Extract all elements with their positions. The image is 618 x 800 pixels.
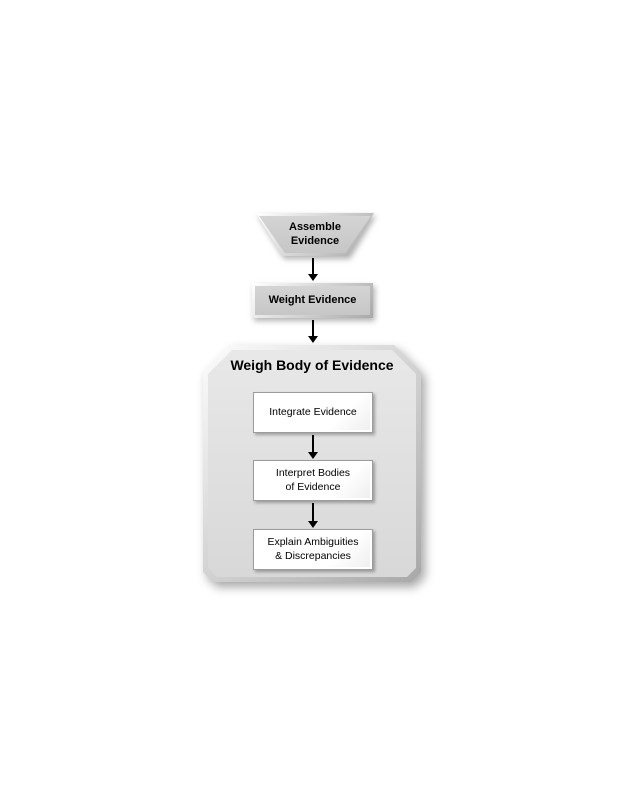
arrow-shaft [312, 435, 314, 452]
arrow-head-icon [308, 521, 318, 528]
arrow-shaft [312, 320, 314, 336]
explain-ambiguities-node: Explain Ambiguities & Discrepancies [253, 529, 373, 570]
integrate-evidence-label: Integrate Evidence [269, 405, 357, 418]
weigh-body-of-evidence-title: Weigh Body of Evidence [230, 357, 394, 373]
assemble-evidence-node: Assemble Evidence [256, 213, 374, 256]
interpret-bodies-label: Interpret Bodies of Evidence [275, 467, 351, 493]
arrow-interpret-to-explain [307, 503, 319, 528]
explain-ambiguities-label: Explain Ambiguities & Discrepancies [267, 536, 359, 562]
rectangle-face [255, 286, 370, 315]
arrow-integrate-to-interpret [307, 435, 319, 459]
integrate-evidence-node: Integrate Evidence [253, 392, 373, 433]
arrow-head-icon [308, 336, 318, 343]
arrow-assemble-to-weight [307, 258, 319, 281]
arrow-head-icon [308, 452, 318, 459]
weight-evidence-node: Weight Evidence [252, 283, 373, 318]
arrow-shaft [312, 258, 314, 274]
arrow-weight-to-container [307, 320, 319, 343]
arrow-shaft [312, 503, 314, 521]
arrow-head-icon [308, 274, 318, 281]
interpret-bodies-node: Interpret Bodies of Evidence [253, 460, 373, 501]
weight-evidence-label: Weight Evidence [268, 293, 357, 306]
assemble-evidence-label: Assemble Evidence [289, 220, 341, 247]
